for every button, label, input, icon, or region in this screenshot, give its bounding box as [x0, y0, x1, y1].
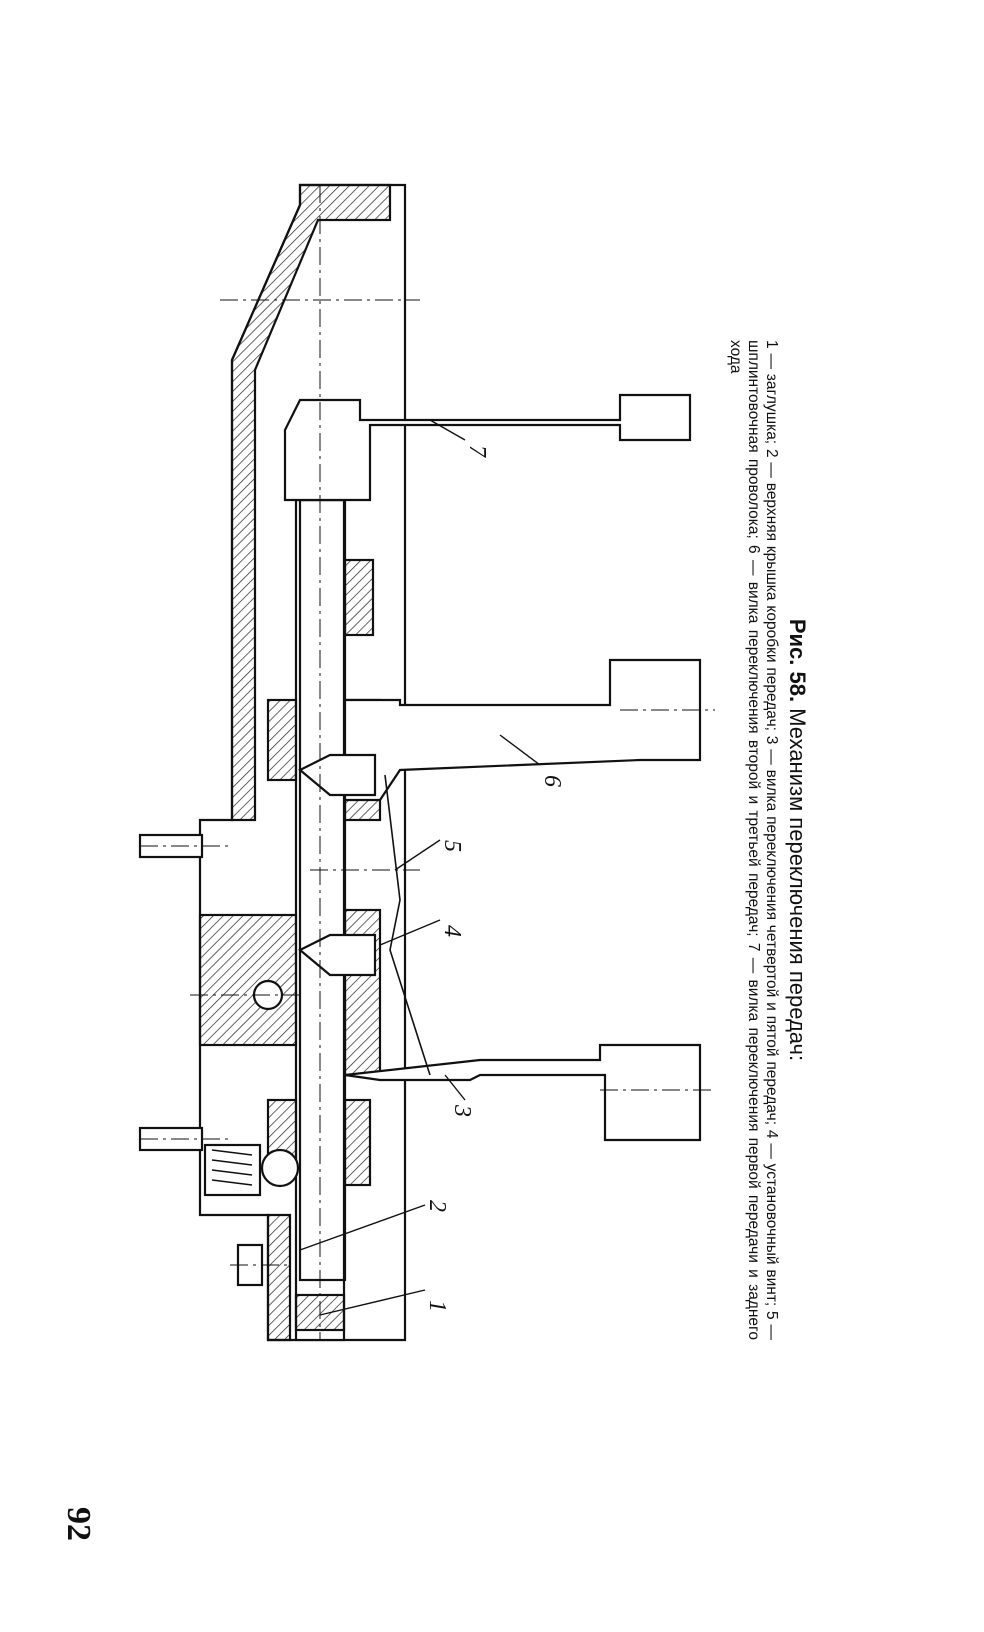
set-screw-lower	[298, 933, 377, 977]
fork-7	[283, 393, 692, 502]
figure-number: Рис. 58.	[785, 618, 810, 703]
fork-3	[344, 1043, 702, 1142]
caption-title: Рис. 58. Механизм переключения передач:	[784, 340, 810, 1340]
cover-wall	[230, 183, 392, 822]
figure-title: Механизм переключения передач:	[785, 708, 810, 1062]
boss-upper	[343, 558, 375, 637]
boss-lower	[343, 1098, 372, 1187]
callout-7: 7	[464, 445, 490, 458]
callout-2: 2	[424, 1200, 450, 1212]
set-screw-upper	[298, 753, 377, 797]
caption-legend: 1 — заглушка; 2 — верхняя крышка коробки…	[727, 340, 780, 1340]
figure-caption: Рис. 58. Механизм переключения передач: …	[727, 340, 810, 1340]
callout-1: 1	[424, 1300, 450, 1312]
fork-6	[343, 658, 702, 802]
callout-3: 3	[449, 1104, 475, 1117]
callout-6: 6	[539, 775, 565, 787]
detent-housing	[198, 913, 298, 1047]
page-number: 92	[60, 1507, 97, 1541]
callout-4: 4	[439, 925, 465, 937]
callout-5: 5	[439, 840, 465, 852]
lockwire	[384, 774, 431, 1076]
